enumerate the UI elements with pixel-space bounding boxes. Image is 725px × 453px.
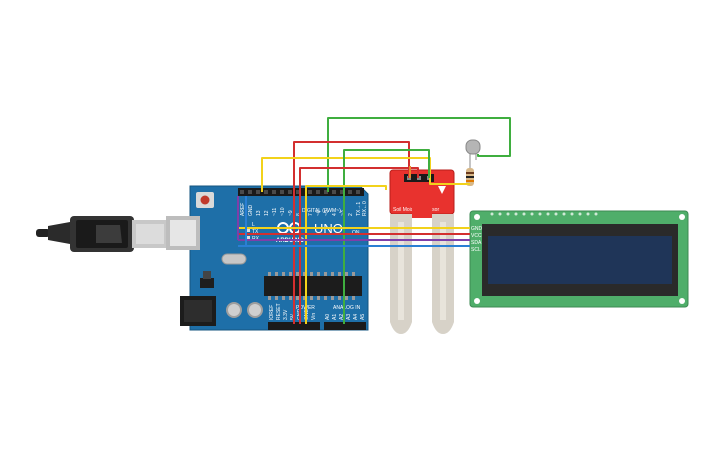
svg-text:~11: ~11 [272,208,278,216]
svg-text:A2: A2 [339,314,345,320]
svg-text:2: 2 [348,213,354,216]
led[interactable] [465,139,481,164]
tx-led-label: TX [252,229,259,235]
svg-text:VCC: VCC [471,233,482,239]
svg-text:Vin: Vin [311,313,317,320]
crystal [221,253,247,265]
svg-text:TX→1: TX→1 [356,202,362,216]
lcd-pin-labels: GND VCC SDA SCL [471,226,483,253]
svg-text:SCL: SCL [471,247,481,253]
svg-text:~5: ~5 [324,210,330,216]
soil-moisture-sensor[interactable]: Soil Moisture Sensor [389,169,455,334]
svg-text:RX←0: RX←0 [362,201,368,216]
svg-text:RESET: RESET [276,303,282,320]
svg-text:7: 7 [308,213,314,216]
voltage-regulator [200,278,214,288]
svg-text:3.3V: 3.3V [283,309,289,320]
svg-text:A0: A0 [325,314,331,320]
svg-text:~9: ~9 [288,210,294,216]
wire-green-led[interactable] [327,117,511,192]
svg-text:A1: A1 [332,314,338,320]
svg-text:AREF: AREF [240,203,246,216]
svg-text:4: 4 [332,213,338,216]
lcd-top-pins [490,212,598,216]
svg-text:13: 13 [256,210,262,216]
svg-text:IOREF: IOREF [269,305,275,320]
svg-text:A5: A5 [360,314,366,320]
wire-yellow-power[interactable] [305,185,387,324]
microcontroller-chip [264,276,362,296]
sensor-logo-icon [438,186,446,194]
svg-text:~6: ~6 [316,210,322,216]
svg-text:GND: GND [471,226,483,232]
l-led-label: L [252,222,255,228]
lcd-screen [488,236,672,284]
svg-text:~10: ~10 [280,207,286,216]
svg-text:GND: GND [248,205,254,217]
svg-text:12: 12 [264,210,270,216]
analog-header-label: ANALOG IN [333,305,361,311]
svg-text:A3: A3 [346,314,352,320]
analog-header [324,322,366,330]
wire-green-sensor-sig[interactable] [343,149,430,324]
arduino-board[interactable]: DIGITAL (PWM~) AREF GND 13 12 ~11 ~10 ~9… [166,185,369,331]
power-header [268,322,320,330]
svg-text:A4: A4 [353,314,359,320]
analog-pin-labels: A0 A1 A2 A3 A4 A5 [325,314,366,320]
svg-text:SDA: SDA [471,240,482,246]
wires [237,117,511,324]
lcd-display[interactable]: GND VCC SDA SCL [469,210,689,308]
resistor[interactable] [466,164,474,186]
digital-header-label: DIGITAL (PWM~) [302,208,341,214]
